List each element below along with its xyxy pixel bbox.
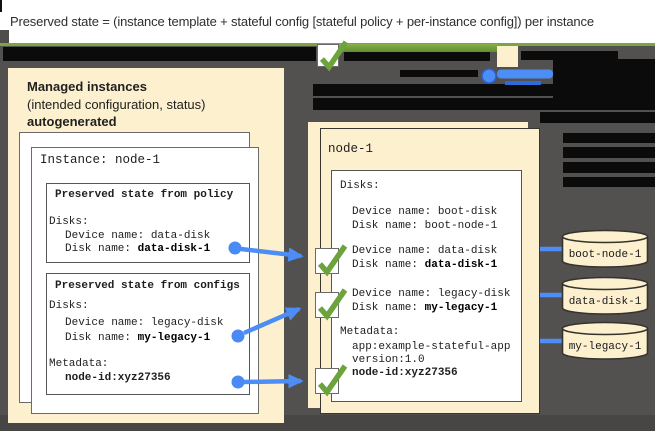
policy-device-line: Device name: data-disk: [65, 230, 211, 242]
node-disks-label: Disks:: [340, 180, 380, 192]
corner-artifact: [0, 0, 2, 12]
redacted-text-bar: [344, 51, 490, 61]
edge-artifact: [0, 30, 9, 43]
legacy-disk-preserved-checkbox: [315, 288, 348, 321]
data-disk-value: data-disk-1: [424, 259, 498, 271]
heading-line-1: Managed instances: [27, 79, 147, 94]
boot-disk-label: boot-node-1: [569, 249, 642, 261]
redacted-text-bar: [563, 177, 655, 187]
metadata-preserved-checkbox: [315, 364, 348, 397]
redacted-text-bar: [400, 70, 478, 77]
heading-line-2: (intended configuration, status): [27, 96, 206, 112]
legacy-disk-prefix: Disk name:: [352, 302, 425, 314]
legend-checkbox: [317, 40, 349, 72]
configs-disk-line: Disk name: my-legacy-1: [65, 332, 210, 345]
redacted-text-bar: [563, 133, 655, 143]
boot-device-line: Device name: boot-disk: [352, 206, 498, 218]
legend-cream-swatch: [497, 46, 518, 67]
boot-disk-line: Disk name: boot-node-1: [352, 220, 498, 232]
legacy-disk-cylinder: my-legacy-1: [561, 321, 649, 360]
managed-instances-heading: Managed instances (intended configuratio…: [27, 78, 267, 131]
legacy-device-line: Device name: legacy-disk: [352, 288, 511, 300]
preserved-state-configs-box: [46, 273, 250, 395]
data-disk-preserved-checkbox: [315, 244, 348, 277]
redacted-text-bar: [521, 51, 618, 60]
configs-metadata-value: node-id:xyz27356: [65, 372, 171, 384]
green-checkmark-icon: [319, 40, 349, 72]
metadata-app-line: app:example-stateful-app: [352, 341, 511, 353]
green-arrow-bar: [339, 44, 497, 52]
redacted-text-bar: [313, 84, 593, 96]
configs-metadata-label: Metadata:: [49, 358, 109, 370]
data-disk-prefix: Disk name:: [352, 259, 425, 271]
redacted-text-bar: [563, 147, 655, 158]
node-panel-title: node-1: [328, 142, 374, 156]
data-disk-label: data-disk-1: [569, 296, 642, 308]
metadata-version-line: version:1.0: [352, 354, 425, 366]
configs-disks-label: Disks:: [49, 300, 89, 312]
policy-disk-line: Disk name: data-disk-1: [65, 243, 210, 256]
data-disk-cylinder: data-disk-1: [561, 276, 649, 315]
legacy-disk-line: Disk name: my-legacy-1: [352, 302, 497, 315]
boot-disk-cylinder: boot-node-1: [561, 229, 649, 268]
heading-line-3: autogenerated: [27, 114, 117, 129]
policy-box-title: Preserved state from policy: [55, 189, 234, 201]
preserved-state-policy-box: [46, 183, 250, 263]
instance-card-title: Instance: node-1: [40, 153, 161, 167]
redacted-text-bar: [563, 162, 655, 173]
title-bar: [0, 0, 655, 43]
data-disk-line: Disk name: data-disk-1: [352, 259, 497, 272]
legacy-disk-value: my-legacy-1: [424, 302, 498, 314]
green-checkmark-icon: [317, 364, 348, 397]
policy-disk-prefix: Disk name:: [65, 243, 138, 255]
configs-box-title: Preserved state from configs: [55, 280, 240, 292]
data-device-line: Device name: data-disk: [352, 245, 498, 257]
policy-disk-value: data-disk-1: [137, 243, 211, 255]
green-checkmark-icon: [317, 244, 348, 277]
configs-disk-value: my-legacy-1: [137, 332, 211, 344]
metadata-nodeid-line: node-id:xyz27356: [352, 367, 458, 379]
green-checkmark-icon: [317, 288, 348, 321]
diagram-title: Preserved state = (instance template + s…: [10, 14, 594, 29]
policy-disks-label: Disks:: [49, 216, 89, 228]
configs-device-line: Device name: legacy-disk: [65, 317, 224, 329]
redacted-text-bar: [540, 112, 655, 123]
redacted-text-bar: [313, 98, 655, 110]
legacy-disk-label: my-legacy-1: [569, 341, 642, 353]
node-metadata-label: Metadata:: [340, 326, 400, 338]
configs-disk-prefix: Disk name:: [65, 332, 138, 344]
redacted-text-bar: [3, 47, 316, 61]
node-config-box: [331, 170, 522, 402]
